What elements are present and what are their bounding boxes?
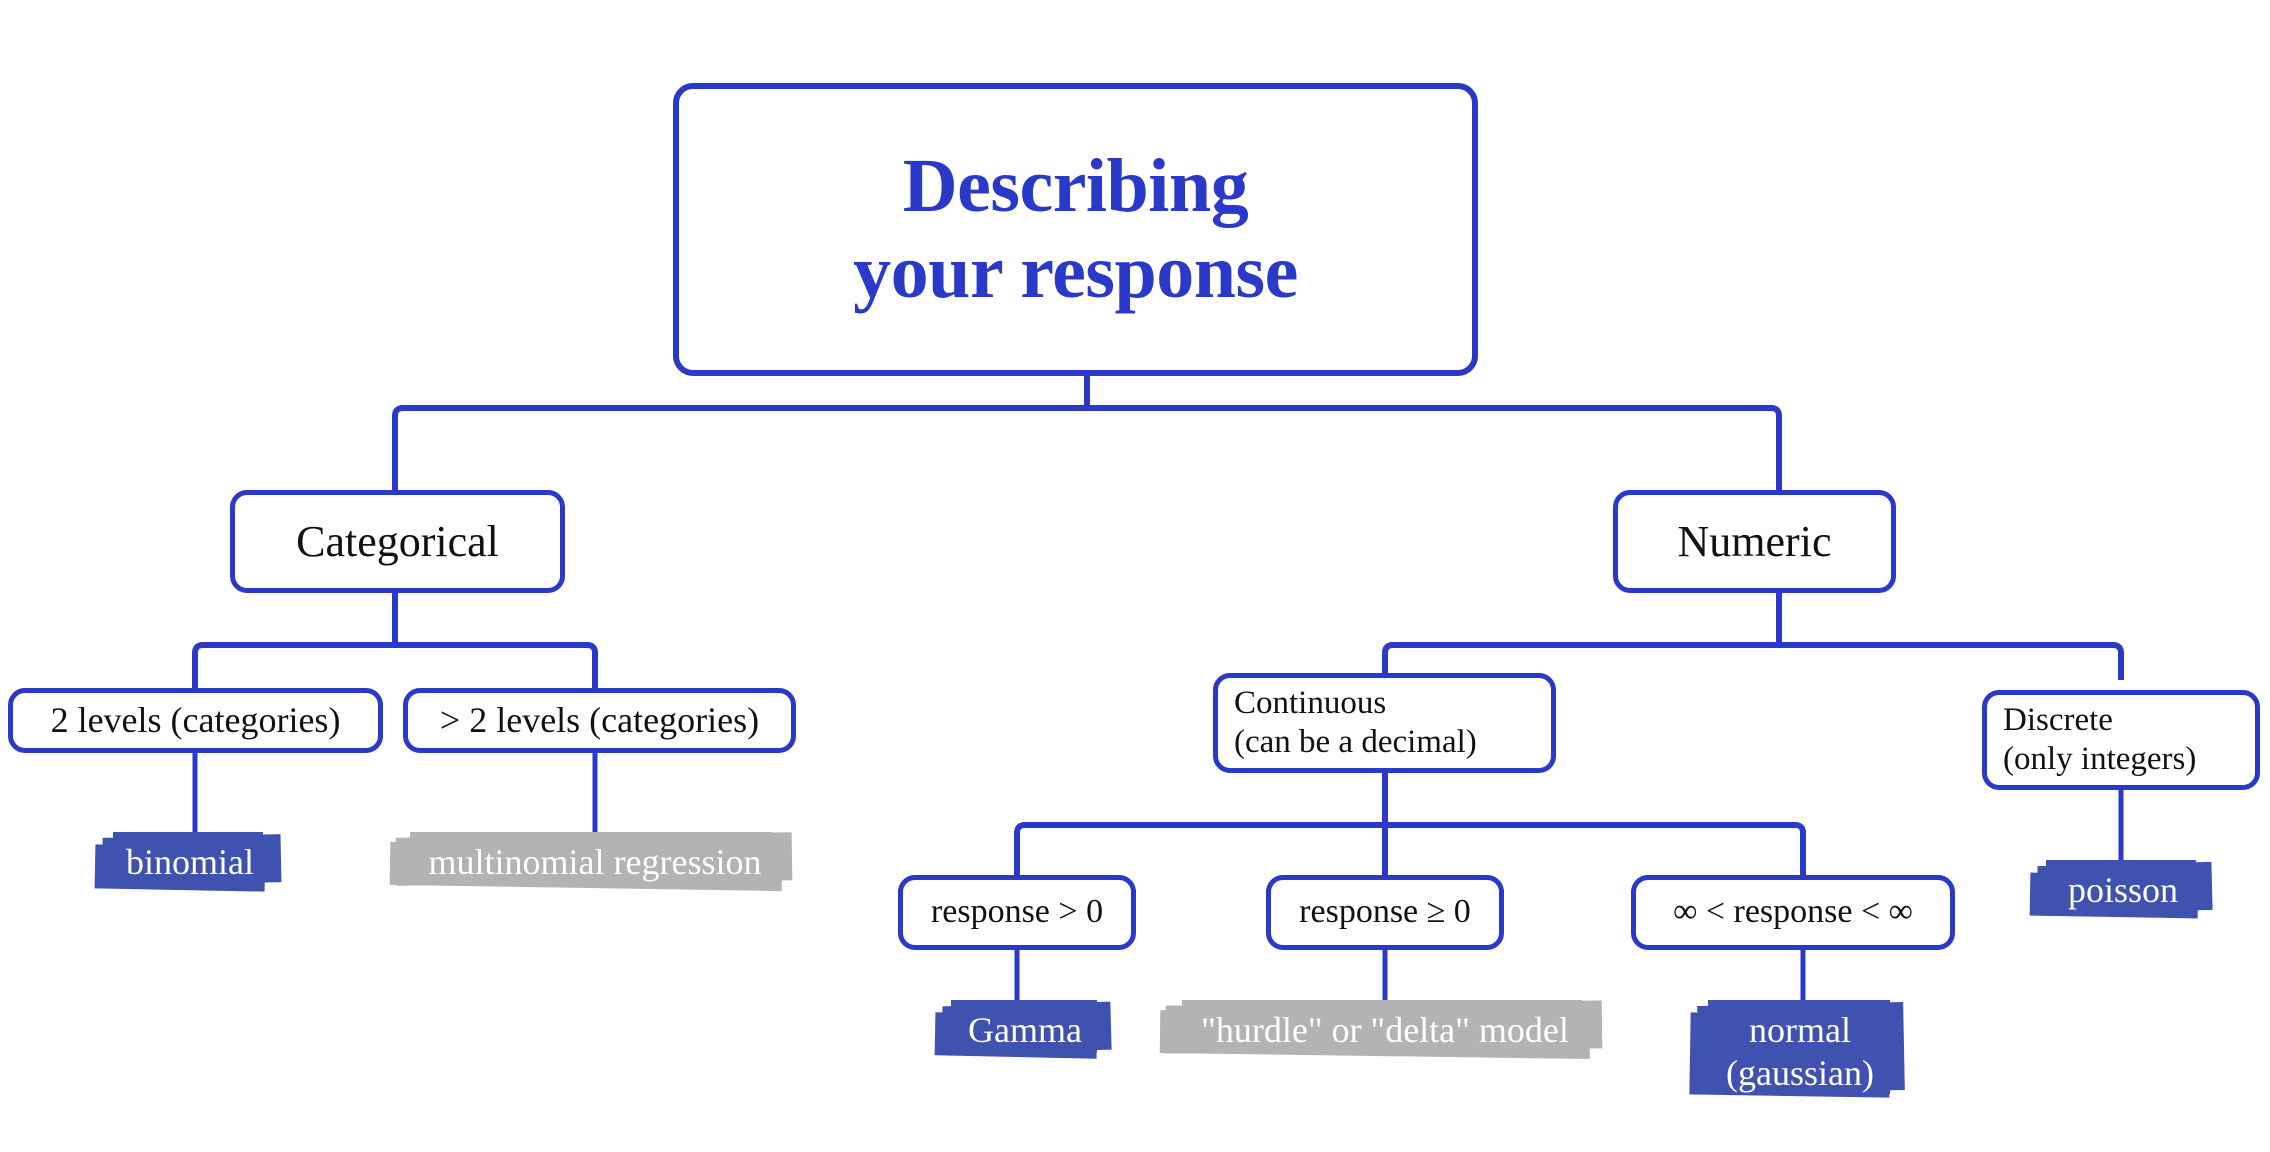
- node-response-gt-zero[interactable]: response > 0: [898, 875, 1136, 950]
- node-numeric[interactable]: Numeric: [1613, 490, 1896, 593]
- leaf-normal-gaussian[interactable]: normal (gaussian): [1689, 1000, 1910, 1104]
- node-two-levels-label: 2 levels (categories): [50, 700, 341, 741]
- leaf-multinomial-regression[interactable]: multinomial regression: [389, 832, 800, 894]
- node-response-infinite-label: ∞ < response < ∞: [1673, 893, 1913, 931]
- node-root-label: Describing your response: [853, 144, 1298, 314]
- highlight-mark: [389, 832, 800, 894]
- node-discrete[interactable]: Discrete (only integers): [1982, 690, 2260, 790]
- node-continuous[interactable]: Continuous (can be a decimal): [1213, 673, 1556, 773]
- node-response-gt-zero-label: response > 0: [930, 893, 1104, 931]
- node-numeric-label: Numeric: [1677, 516, 1832, 566]
- leaf-binomial[interactable]: binomial: [94, 832, 285, 894]
- node-discrete-label: Discrete (only integers): [2003, 702, 2197, 777]
- node-response-ge-zero[interactable]: response ≥ 0: [1266, 875, 1504, 950]
- node-root[interactable]: Describing your response: [673, 83, 1478, 376]
- node-response-ge-zero-label: response ≥ 0: [1299, 893, 1471, 931]
- node-categorical-label: Categorical: [296, 516, 499, 566]
- leaf-gamma[interactable]: Gamma: [934, 1000, 1115, 1062]
- node-two-levels[interactable]: 2 levels (categories): [8, 688, 383, 753]
- node-more-levels[interactable]: > 2 levels (categories): [403, 688, 796, 753]
- node-continuous-label: Continuous (can be a decimal): [1234, 685, 1477, 760]
- leaf-poisson[interactable]: poisson: [2029, 860, 2216, 922]
- leaf-poisson-label: poisson: [2067, 870, 2179, 911]
- leaf-hurdle-delta-model[interactable]: "hurdle" or "delta" model: [1159, 1000, 1610, 1062]
- highlight-mark: [94, 832, 285, 894]
- leaf-multinomial-regression-label: multinomial regression: [428, 842, 762, 883]
- highlight-mark: [934, 1000, 1115, 1062]
- node-categorical[interactable]: Categorical: [230, 490, 565, 593]
- highlight-mark: [1159, 1000, 1610, 1062]
- node-more-levels-label: > 2 levels (categories): [439, 700, 760, 741]
- highlight-mark: [1689, 1000, 1910, 1104]
- leaf-hurdle-delta-model-label: "hurdle" or "delta" model: [1201, 1010, 1569, 1051]
- leaf-normal-gaussian-label: normal (gaussian): [1726, 1009, 1874, 1093]
- leaf-binomial-label: binomial: [126, 842, 254, 883]
- leaf-gamma-label: Gamma: [968, 1010, 1082, 1051]
- node-response-infinite[interactable]: ∞ < response < ∞: [1631, 875, 1955, 950]
